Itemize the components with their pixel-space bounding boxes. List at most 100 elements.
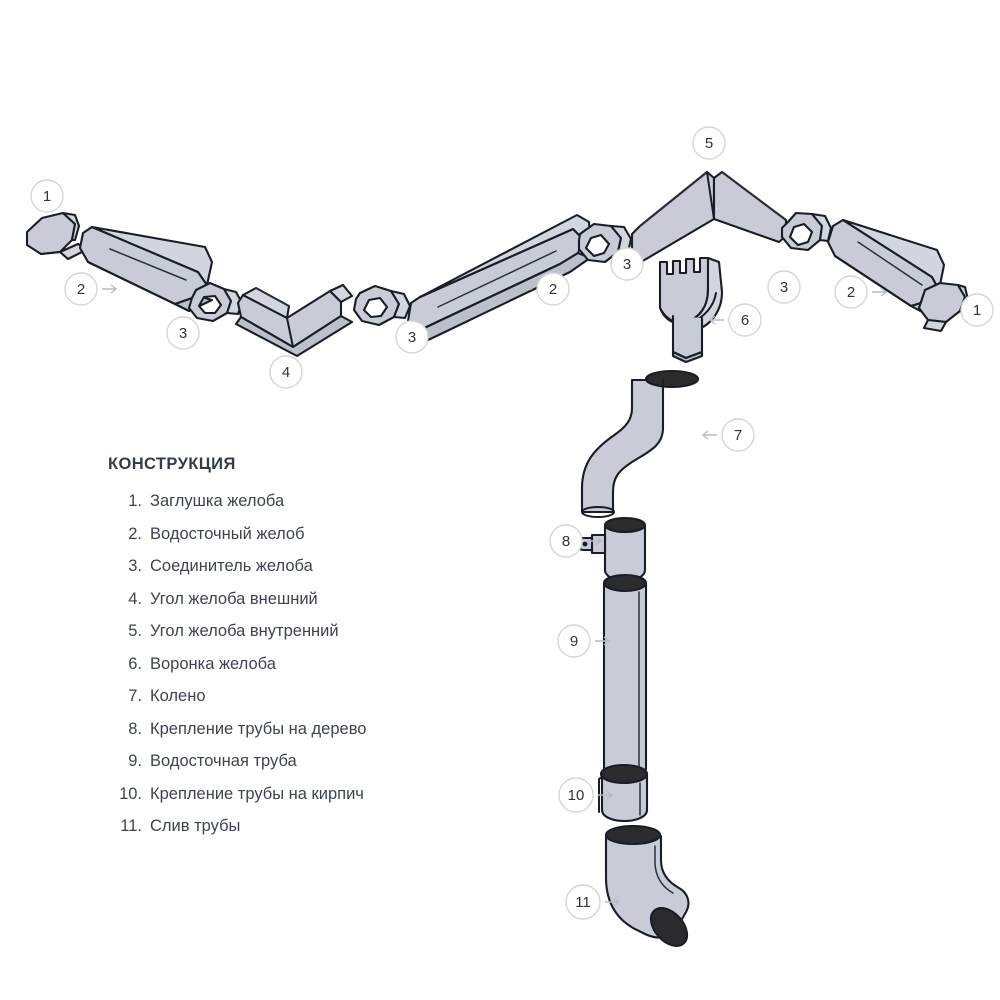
callout-3-far: 3 (767, 270, 801, 304)
callout-circle (721, 418, 755, 452)
legend-item-number: 5. (128, 622, 142, 640)
part-gutter-inner-corner (630, 170, 788, 264)
part-gutter-outer-corner (234, 283, 354, 358)
callout-circle (64, 272, 98, 306)
callout-5: 5 (692, 126, 726, 160)
legend-item: 6. Воронка желоба (108, 655, 488, 674)
callout-label: 3 (408, 329, 416, 346)
legend-item-label: Водосточная труба (150, 752, 297, 770)
callout-4: 4 (269, 355, 303, 389)
callout-label: 4 (282, 364, 290, 381)
legend-item-number: 3. (128, 557, 142, 575)
part-gutter-connector-right (577, 222, 633, 264)
legend-item: 11. Слив трубы (108, 817, 488, 836)
legend-item: 7. Колено (108, 687, 488, 706)
legend-item: 9. Водосточная труба (108, 752, 488, 771)
callout-8: 8 (549, 524, 603, 558)
legend-item: 4. Угол желоба внешний (108, 590, 488, 609)
legend-item-number: 1. (128, 492, 142, 510)
part-gutter-connector-mid (352, 284, 412, 327)
callout-3-mid: 3 (395, 320, 429, 354)
callout-label: 3 (179, 325, 187, 342)
legend-item-label: Воронка желоба (150, 654, 276, 673)
part-downpipe (602, 573, 648, 780)
callout-arrow-icon (595, 636, 611, 646)
part-downpipe-offset-elbow (580, 369, 700, 518)
callout-7: 7 (701, 418, 755, 452)
part-gutter-end-cap-left (25, 211, 90, 261)
callout-arrow-icon (598, 790, 614, 800)
callout-1-left: 1 (30, 179, 64, 213)
legend-title: КОНСТРУКЦИЯ (108, 455, 236, 473)
callout-arrow-icon (605, 897, 621, 907)
callout-circle (395, 320, 429, 354)
legend-item: 2.Водосточный желоб (108, 525, 488, 544)
part-pipe-bracket-wood (575, 516, 647, 583)
legend-item: 1. Заглушка желоба (108, 492, 488, 511)
callout-label: 6 (741, 312, 749, 329)
legend-item-number: 9. (128, 752, 142, 770)
callout-arrow-icon (516, 284, 532, 294)
legend-item-label: Крепление трубы на дерево (150, 719, 367, 738)
callout-arrow-icon (872, 287, 888, 297)
legend-item-label: Заглушка желоба (150, 492, 285, 510)
callout-2-mid: 2 (516, 272, 570, 306)
callout-label: 5 (705, 135, 713, 152)
callout-label: 2 (549, 281, 557, 298)
callout-3-left: 3 (166, 316, 200, 350)
callout-circle (565, 884, 601, 920)
callout-arrow-icon (102, 284, 118, 294)
legend-item-label: Крепление трубы на кирпич (150, 784, 364, 803)
callout-label: 1 (43, 188, 51, 205)
callout-circle (536, 272, 570, 306)
legend-item-number: 4. (128, 589, 142, 608)
legend-item-label: Соединитель желоба (150, 557, 313, 575)
legend-item: 3. Соединитель желоба (108, 557, 488, 576)
callout-10: 10 (558, 777, 614, 813)
legend-item-number: 7. (128, 687, 142, 705)
callout-circle (610, 247, 644, 281)
callout-circle (30, 179, 64, 213)
callout-9: 9 (557, 624, 611, 658)
legend-item-number: 10. (119, 784, 142, 803)
callout-circle (692, 126, 726, 160)
callout-circle (728, 303, 762, 337)
callout-label: 10 (568, 787, 585, 804)
legend-item-label: Угол желоба внешний (150, 589, 318, 608)
legend-item-label: Угол желоба внутренний (150, 622, 339, 640)
legend-item-label: Колено (150, 687, 206, 705)
callout-circle (558, 777, 594, 813)
legend-item: 10. Крепление трубы на кирпич (108, 785, 488, 804)
callout-arrow-icon (587, 536, 603, 546)
callout-11: 11 (565, 884, 621, 920)
callout-circle (960, 293, 994, 327)
callout-label: 9 (570, 633, 578, 650)
callout-2-left: 2 (64, 272, 118, 306)
legend-list: 1. Заглушка желоба 2.Водосточный желоб 3. Со… (108, 492, 488, 836)
callout-circle (166, 316, 200, 350)
callout-arrow-icon (708, 315, 724, 325)
callout-label: 3 (623, 256, 631, 273)
callout-layer: 1 2 3 4 3 2 3 5 3 2 1 6 7 8 9 10 11 (30, 126, 994, 920)
legend-item-label: Слив трубы (150, 817, 241, 835)
callout-label: 3 (780, 279, 788, 296)
callout-circle (557, 624, 591, 658)
callout-2-right: 2 (834, 275, 888, 309)
callout-circle (834, 275, 868, 309)
callout-label: 1 (973, 302, 981, 319)
part-pipe-bracket-brick (598, 763, 649, 823)
callout-1-right: 1 (960, 293, 994, 327)
callout-3-right: 3 (610, 247, 644, 281)
callout-label: 7 (734, 427, 742, 444)
callout-label: 2 (847, 284, 855, 301)
legend-item-number: 2. (128, 524, 142, 543)
part-gutter-funnel-outlet (658, 256, 724, 364)
callout-circle (767, 270, 801, 304)
legend-item-number: 6. (128, 654, 142, 673)
callout-6: 6 (708, 303, 762, 337)
legend-item-number: 11. (120, 817, 142, 835)
legend-item-number: 8. (128, 719, 142, 738)
